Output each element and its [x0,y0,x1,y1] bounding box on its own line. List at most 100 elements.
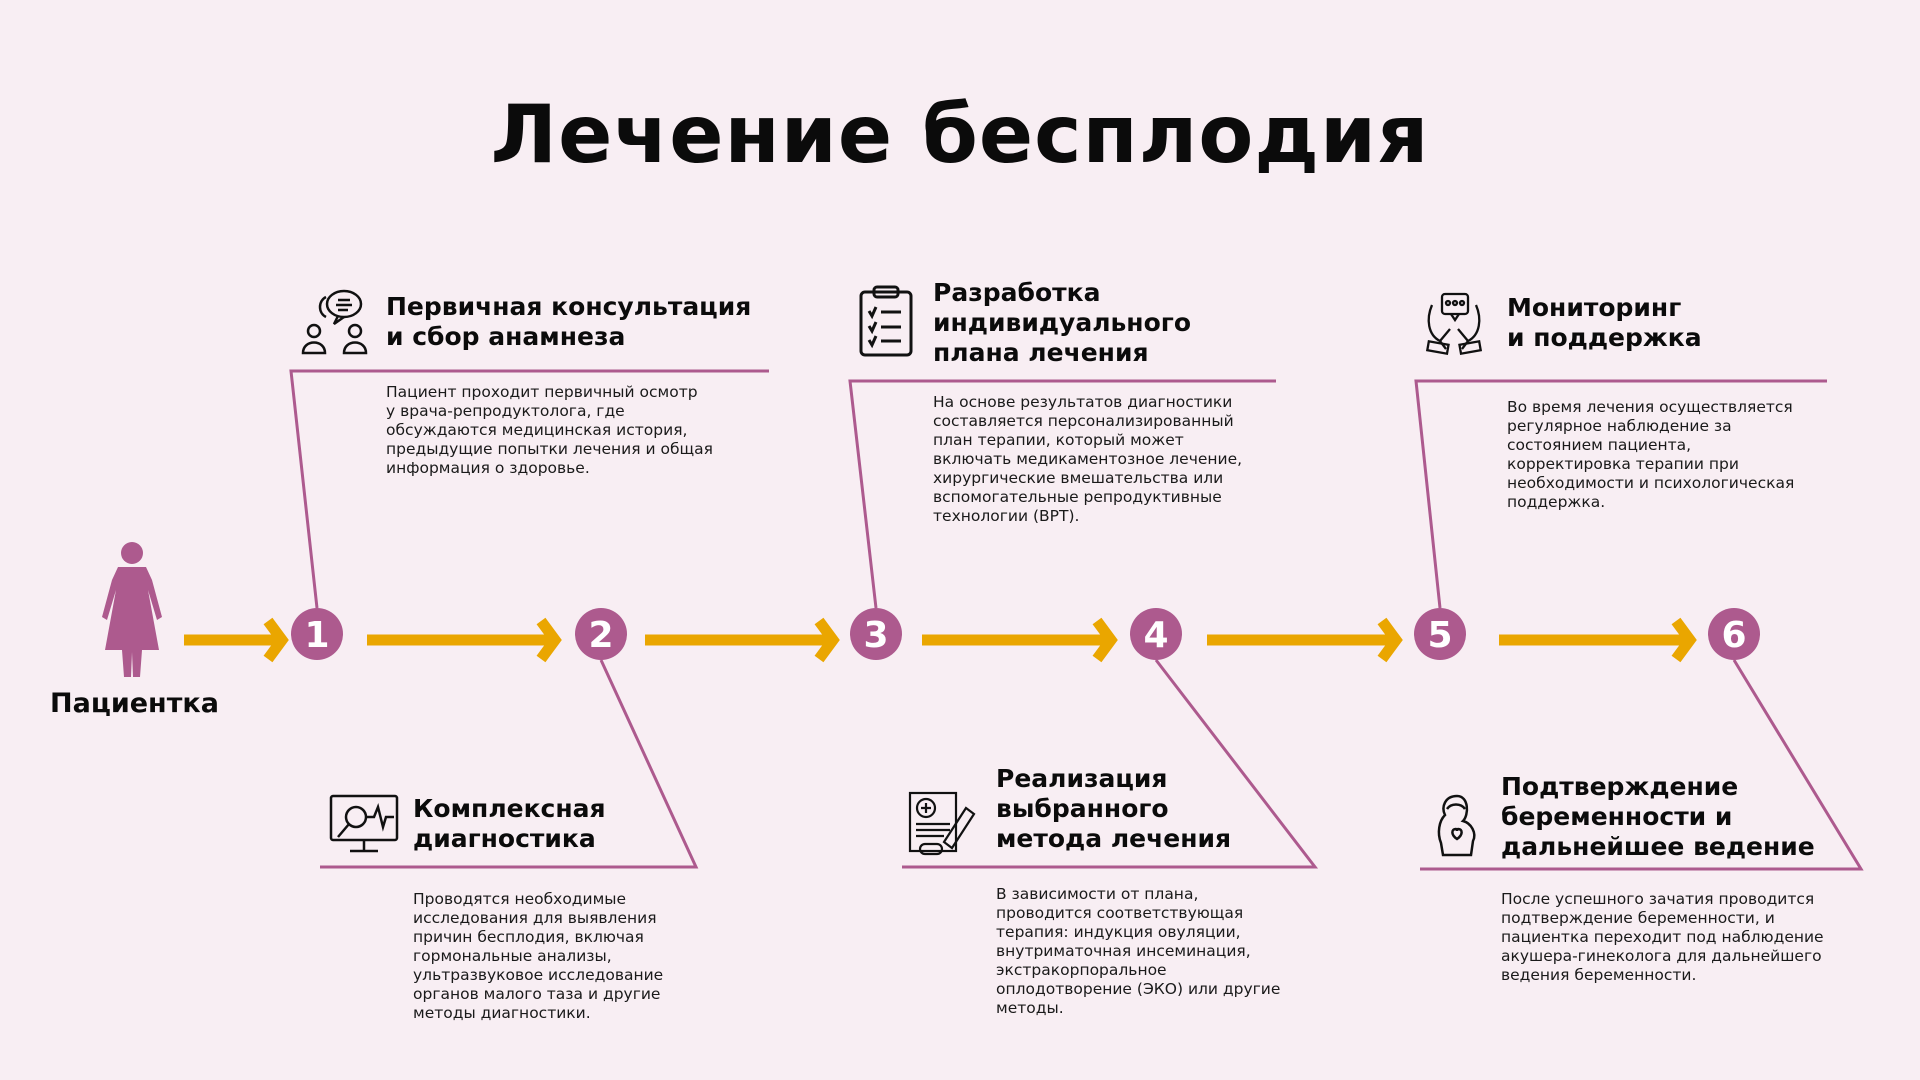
description-line: информация о здоровье. [386,459,590,477]
step-circles: 1 2 3 4 5 6 [291,608,1760,660]
patient-figure-icon [102,542,162,677]
step-circle-5: 5 [1414,608,1466,660]
description-line: поддержка. [1507,493,1606,511]
heading-line: диагностика [413,824,596,853]
prescription-pills-icon [908,791,976,856]
description-line: состоянием пациента, [1507,436,1692,454]
step-number: 3 [863,615,888,656]
connector-step-4 [902,659,1319,869]
description-line: терапия: индукция овуляции, [996,923,1241,941]
step-circle-3: 3 [850,608,902,660]
arrow-2 [367,617,562,663]
circle [1130,608,1182,660]
description-line: методы. [996,999,1064,1017]
description-line: Во время лечения осуществляется [1507,398,1793,416]
connector-step-5 [1414,379,1827,609]
step-circle-1: 1 [291,608,343,660]
heading-line: выбранного [996,794,1169,823]
description-line: исследования для выявления [413,909,657,927]
description-line: предыдущие попытки лечения и общая [386,440,713,458]
connector-step-2 [320,659,699,869]
connector-step-1 [289,369,769,609]
arrow-3 [645,617,840,663]
description-line: технологии (ВРТ). [933,507,1080,525]
step-circle-4: 4 [1130,608,1182,660]
description-line: включать медикаментозное лечение, [933,450,1243,468]
description-line: план терапии, который может [933,431,1184,449]
arrows [184,617,1697,663]
description-line: методы диагностики. [413,1004,591,1022]
support-hands-icon [1425,292,1483,355]
heading-line: плана лечения [933,338,1149,367]
step-number: 1 [304,615,329,656]
description-line: корректировка терапии при [1507,455,1739,473]
circle [575,608,627,660]
heading-line: беременности и [1501,802,1733,831]
heading-line: и поддержка [1507,323,1702,352]
description-line: После успешного зачатия проводится [1501,890,1815,908]
description-line: пациентка переходит под наблюдение [1501,928,1824,946]
circle [850,608,902,660]
arrow-1 [184,617,289,663]
description-line: хирургические вмешательства или [933,469,1224,487]
heading-line: метода лечения [996,824,1232,853]
heading-line: Комплексная [413,794,606,823]
description-line: акушера-гинеколога для дальнейшего [1501,947,1822,965]
description-line: подтверждение беременности, и [1501,909,1775,927]
arrow-5 [1207,617,1403,663]
description-line: причин бесплодия, включая [413,928,644,946]
connector-step-6 [1420,659,1864,871]
description-line: проводится соответствующая [996,904,1244,922]
description-line: На основе результатов диагностики [933,393,1233,411]
patient-label: Пациентка [50,688,219,719]
description-line: вспомогательные репродуктивные [933,488,1222,506]
description-line: экстракорпоральное [996,961,1167,979]
step-number: 4 [1143,615,1168,656]
step-circle-6: 6 [1708,608,1760,660]
pregnant-woman-icon [1437,794,1476,857]
circle [1708,608,1760,660]
description-line: Пациент проходит первичный осмотр [386,383,698,401]
connector-lines [289,369,1864,871]
arrow-6 [1499,617,1697,663]
heading-line: Реализация [996,764,1168,793]
description-line: В зависимости от плана, [996,885,1199,903]
checklist-clipboard-icon [859,285,913,357]
page-title: Лечение бесплодия [490,88,1430,181]
heading-line: Мониторинг [1507,293,1682,322]
description-line: у врача-репродуктолога, где [386,402,625,420]
heading-line: Первичная консультация [386,292,752,321]
step-number: 6 [1721,615,1746,656]
heading-line: и сбор анамнеза [386,322,626,351]
description-line: регулярное наблюдение за [1507,417,1732,435]
heading-line: Разработка [933,278,1101,307]
step-4-description: В зависимости от плана,проводится соотве… [996,885,1280,1018]
description-line: ультразвуковое исследование [413,966,664,984]
description-line: гормональные анализы, [413,947,612,965]
step-circle-2: 2 [575,608,627,660]
connector-step-3 [848,379,1276,609]
step-number: 2 [588,615,613,656]
description-line: необходимости и психологическая [1507,474,1795,492]
step-number: 5 [1427,615,1452,656]
arrow-4 [922,617,1118,663]
circle [1414,608,1466,660]
description-line: обсуждаются медицинская история, [386,421,688,439]
consultation-icon [301,289,368,355]
heading-line: дальнейшее ведение [1501,832,1815,861]
description-line: внутриматочная инсеминация, [996,942,1251,960]
circle [291,608,343,660]
heading-line: индивидуального [933,308,1191,337]
description-line: оплодотворение (ЭКО) или другие [996,980,1281,998]
